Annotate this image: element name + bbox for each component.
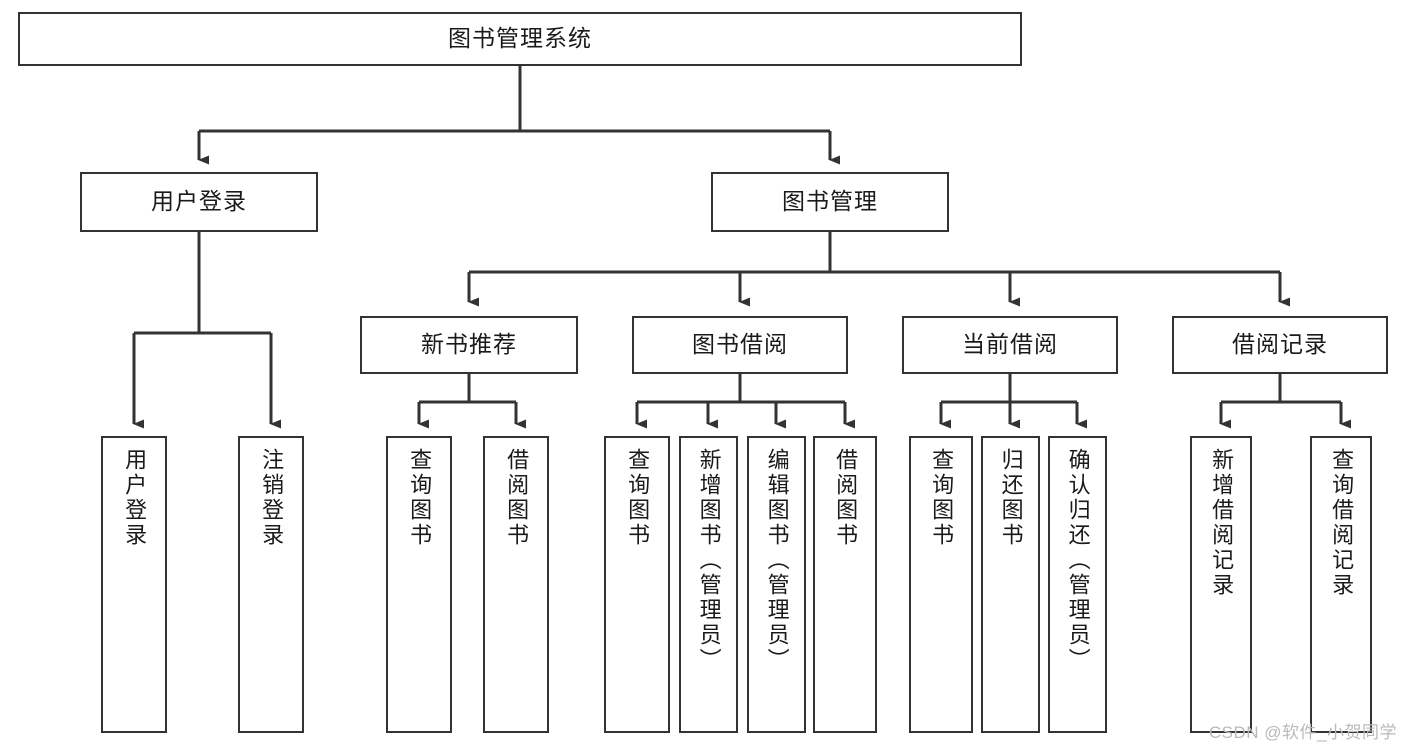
leaf-borrow-book-recommend-label: 借阅图书 <box>504 448 530 548</box>
leaf-user-login-label: 用户登录 <box>122 448 148 548</box>
node-book-borrow[interactable]: 图书借阅 <box>632 316 848 374</box>
node-user-login[interactable]: 用户登录 <box>80 172 318 232</box>
node-root[interactable]: 图书管理系统 <box>18 12 1022 66</box>
leaf-return-book-label: 归还图书 <box>998 448 1024 548</box>
leaf-edit-book-admin-label: 编辑图书（管理员） <box>764 448 790 673</box>
leaf-query-book-borrow-label: 查询图书 <box>625 448 651 548</box>
leaf-edit-book-admin[interactable]: 编辑图书（管理员） <box>747 436 806 733</box>
leaf-query-book-borrow[interactable]: 查询图书 <box>604 436 670 733</box>
leaf-query-book-recommend-label: 查询图书 <box>407 448 433 548</box>
leaf-add-borrow-record[interactable]: 新增借阅记录 <box>1190 436 1252 733</box>
node-new-book-recommend-label: 新书推荐 <box>421 331 517 358</box>
leaf-logout-label: 注销登录 <box>259 448 285 548</box>
node-root-label: 图书管理系统 <box>448 25 592 52</box>
leaf-query-borrow-record[interactable]: 查询借阅记录 <box>1310 436 1372 733</box>
node-borrow-record-label: 借阅记录 <box>1232 331 1328 358</box>
leaf-confirm-return-admin-label: 确认归还（管理员） <box>1065 448 1091 673</box>
node-user-login-label: 用户登录 <box>151 188 247 215</box>
leaf-add-book-admin[interactable]: 新增图书（管理员） <box>679 436 738 733</box>
node-current-borrow[interactable]: 当前借阅 <box>902 316 1118 374</box>
leaf-add-book-admin-label: 新增图书（管理员） <box>696 448 722 673</box>
leaf-borrow-book-recommend[interactable]: 借阅图书 <box>483 436 549 733</box>
leaf-query-book-current[interactable]: 查询图书 <box>909 436 973 733</box>
watermark-text: CSDN @软件_小贺同学 <box>1208 723 1397 742</box>
leaf-query-book-recommend[interactable]: 查询图书 <box>386 436 452 733</box>
node-book-manage-label: 图书管理 <box>782 188 878 215</box>
leaf-query-book-current-label: 查询图书 <box>929 448 955 548</box>
leaf-borrow-book-borrow-label: 借阅图书 <box>833 448 859 548</box>
leaf-user-login[interactable]: 用户登录 <box>101 436 167 733</box>
node-book-borrow-label: 图书借阅 <box>692 331 788 358</box>
node-book-manage[interactable]: 图书管理 <box>711 172 949 232</box>
leaf-borrow-book-borrow[interactable]: 借阅图书 <box>813 436 877 733</box>
leaf-logout[interactable]: 注销登录 <box>238 436 304 733</box>
node-borrow-record[interactable]: 借阅记录 <box>1172 316 1388 374</box>
leaf-confirm-return-admin[interactable]: 确认归还（管理员） <box>1048 436 1107 733</box>
leaf-return-book[interactable]: 归还图书 <box>981 436 1040 733</box>
node-current-borrow-label: 当前借阅 <box>962 331 1058 358</box>
leaf-query-borrow-record-label: 查询借阅记录 <box>1329 448 1355 598</box>
node-new-book-recommend[interactable]: 新书推荐 <box>360 316 578 374</box>
leaf-add-borrow-record-label: 新增借阅记录 <box>1209 448 1235 598</box>
